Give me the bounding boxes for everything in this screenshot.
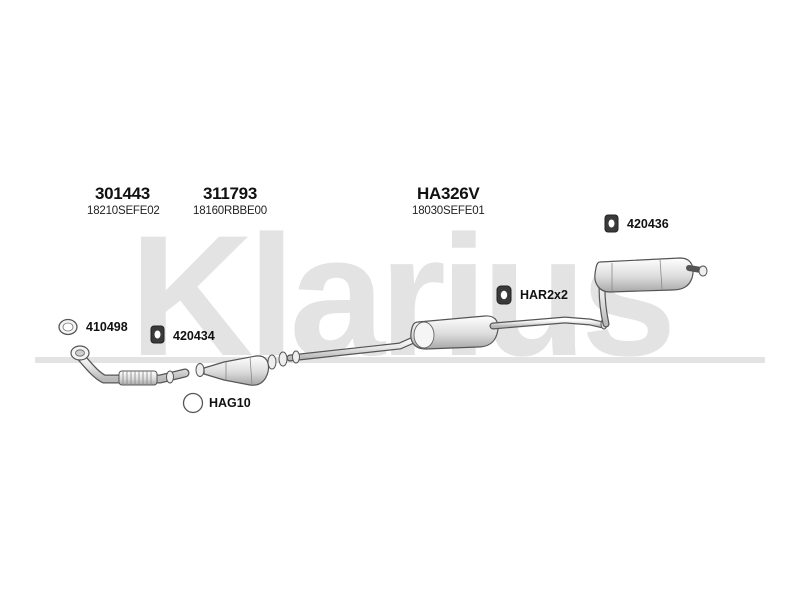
label-har2x2: HAR2x2	[520, 288, 568, 302]
watermark-underline	[35, 357, 765, 363]
label-420436: 420436	[627, 217, 669, 231]
mounting-rubber-har2x2	[496, 285, 512, 305]
mounting-rubber-420434	[150, 325, 165, 344]
oem-number-18160rbbe00: 18160RBBE00	[193, 205, 267, 217]
centre-silencer-ha326v	[278, 315, 608, 367]
front-pipe-301443	[70, 345, 190, 386]
label-410498: 410498	[86, 320, 128, 334]
oem-number-18210sefe02: 18210SEFE02	[87, 205, 160, 217]
label-420434: 420434	[173, 329, 215, 343]
rear-silencer	[594, 257, 708, 328]
mounting-rubber-420436	[604, 214, 619, 233]
part-number-311793: 311793	[203, 184, 257, 203]
label-hag10: HAG10	[209, 396, 251, 410]
oem-number-18030sefe01: 18030SEFE01	[412, 205, 485, 217]
part-number-ha326v: HA326V	[417, 184, 480, 203]
part-number-301443: 301443	[95, 184, 150, 203]
gasket-ring-hag10	[182, 392, 204, 414]
gasket-ring-410498	[58, 318, 78, 336]
catalyst-311793	[195, 354, 277, 386]
